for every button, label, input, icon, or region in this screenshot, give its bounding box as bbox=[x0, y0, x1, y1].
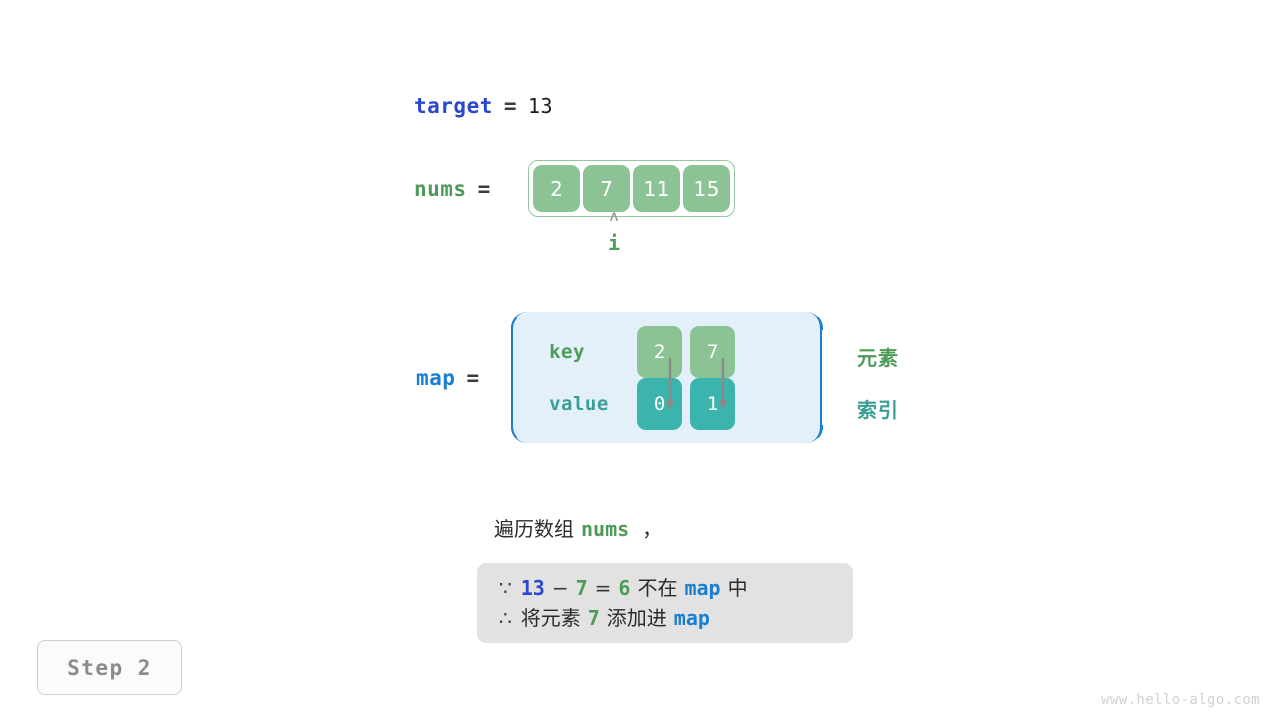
nums-cell: 15 bbox=[683, 165, 731, 212]
map-value-cell: 1 bbox=[690, 378, 736, 430]
target-row: target = 13 bbox=[414, 94, 553, 118]
map-row: map = key 2 7 value 0 1 bbox=[416, 312, 823, 443]
caret-up-icon: ʌ bbox=[609, 207, 619, 225]
reason-map-ref: map bbox=[684, 576, 721, 600]
target-variable-label: target bbox=[414, 94, 493, 118]
map-container: key 2 7 value 0 1 bbox=[510, 312, 823, 443]
because-symbol: ∵ bbox=[499, 576, 512, 600]
nums-array: 2 7 11 15 bbox=[528, 160, 736, 217]
legend-index-label: 索引 bbox=[857, 398, 899, 422]
target-value: 13 bbox=[528, 94, 554, 118]
reason-in-text: 中 bbox=[727, 576, 748, 600]
therefore-symbol: ∴ bbox=[499, 606, 512, 630]
caption-line: 遍历数组 nums ， bbox=[494, 513, 662, 542]
legend-element-label: 元素 bbox=[857, 346, 899, 370]
map-key-cell: 7 bbox=[690, 326, 736, 378]
map-value-cell: 0 bbox=[637, 378, 683, 430]
map-value-row: value 0 1 bbox=[549, 378, 736, 430]
reason-map-ref: map bbox=[673, 606, 710, 630]
map-key-row-label: key bbox=[549, 341, 585, 363]
caption-prefix: 遍历数组 bbox=[494, 517, 574, 541]
minus-operator: − bbox=[551, 576, 569, 600]
caption-code-nums: nums bbox=[581, 517, 630, 541]
nums-cell: 2 bbox=[533, 165, 581, 212]
nums-cell: 7 bbox=[583, 165, 631, 212]
index-pointer-group: ʌ i bbox=[596, 207, 632, 255]
nums-row: nums = 2 7 11 15 bbox=[414, 160, 736, 217]
map-value-row-label: value bbox=[549, 393, 609, 415]
watermark: www.hello-algo.com bbox=[1101, 692, 1260, 708]
map-value-cells: 0 1 bbox=[637, 378, 736, 430]
nums-cell: 11 bbox=[633, 165, 681, 212]
map-key-row: key 2 7 bbox=[549, 326, 736, 378]
map-key-cells: 2 7 bbox=[637, 326, 736, 378]
target-equals-sign: = bbox=[503, 94, 518, 118]
step-badge: Step 2 bbox=[37, 640, 182, 695]
reason-complement-value: 6 bbox=[618, 576, 631, 600]
equals-operator: = bbox=[594, 576, 612, 600]
pointer-label-i: i bbox=[607, 231, 621, 255]
map-equals-sign: = bbox=[466, 365, 480, 390]
reason-target-value: 13 bbox=[520, 576, 545, 600]
reason-added-element: 7 bbox=[587, 606, 600, 630]
reason-current-element: 7 bbox=[575, 576, 588, 600]
nums-variable-label: nums bbox=[414, 176, 467, 201]
reason-add-element-text: 将元素 bbox=[520, 606, 581, 630]
caption-suffix: ， bbox=[642, 517, 663, 541]
map-variable-label: map bbox=[416, 365, 456, 390]
reason-not-in-text: 不在 bbox=[637, 576, 678, 600]
map-key-cell: 2 bbox=[637, 326, 683, 378]
nums-equals-sign: = bbox=[477, 176, 491, 201]
reason-add-into-text: 添加进 bbox=[606, 606, 667, 630]
